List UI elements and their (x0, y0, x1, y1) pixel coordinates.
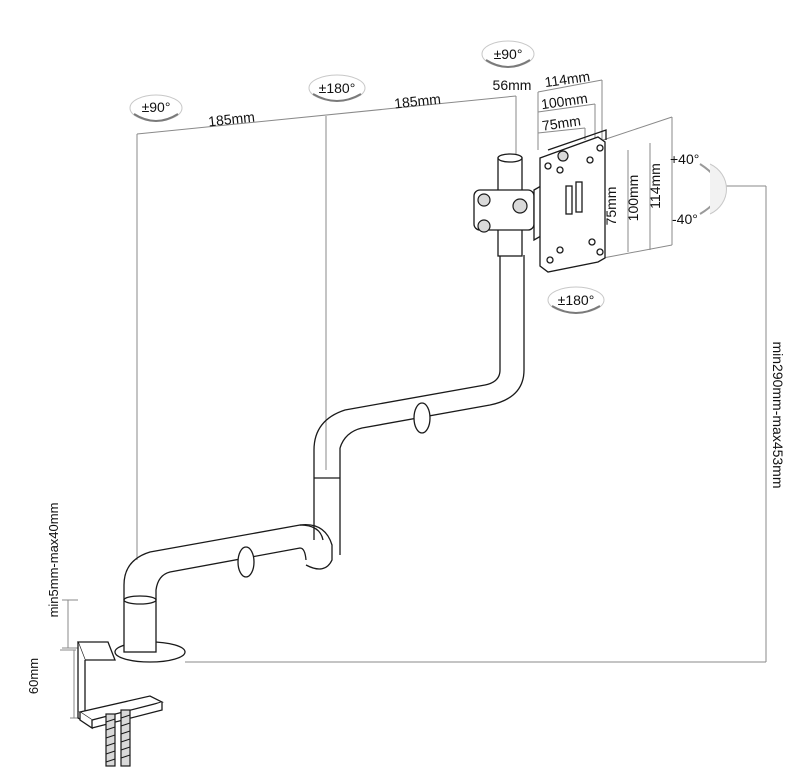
vesa-100-label: 100mm (540, 90, 588, 112)
vesa-v114-label: 114mm (647, 163, 663, 209)
rotation-label-arm-middle: ±180° (319, 80, 356, 96)
rotation-badge-head-top: ±90° (481, 40, 535, 68)
arm2-length-label: 185mm (393, 91, 441, 112)
arm1-length-label: 185mm (207, 109, 255, 130)
rotation-label-head-bottom: ±180° (558, 292, 595, 308)
height-range-label: min290mm-max453mm (770, 341, 786, 488)
rotation-label-head-top: ±90° (494, 46, 523, 62)
tilt-indicator: +40° -40° (670, 151, 727, 227)
head-offset-label: 56mm (493, 77, 532, 93)
rotation-badge-arm-base: ±90° (129, 94, 183, 122)
tilt-down-label: -40° (672, 211, 698, 227)
vesa-v100-label: 100mm (625, 175, 641, 222)
clamp-height-label: 60mm (26, 658, 41, 694)
clamp-range-label: min5mm-max40mm (46, 503, 61, 618)
vesa-75-label: 75mm (541, 112, 582, 133)
dimension-labels: 185mm 185mm 56mm 114mm 100mm 75mm 75mm 1… (26, 68, 786, 694)
clamp-screws (105, 709, 131, 767)
dimension-lines (60, 79, 767, 719)
rotation-badge-head-bottom: ±180° (547, 286, 605, 314)
tilt-up-label: +40° (670, 151, 699, 167)
vesa-114-label: 114mm (544, 68, 591, 90)
monitor-arm (77, 129, 607, 767)
rotation-badge-arm-middle: ±180° (308, 74, 366, 102)
vesa-v75-label: 75mm (603, 187, 619, 226)
rotation-label-arm-base: ±90° (142, 99, 171, 115)
